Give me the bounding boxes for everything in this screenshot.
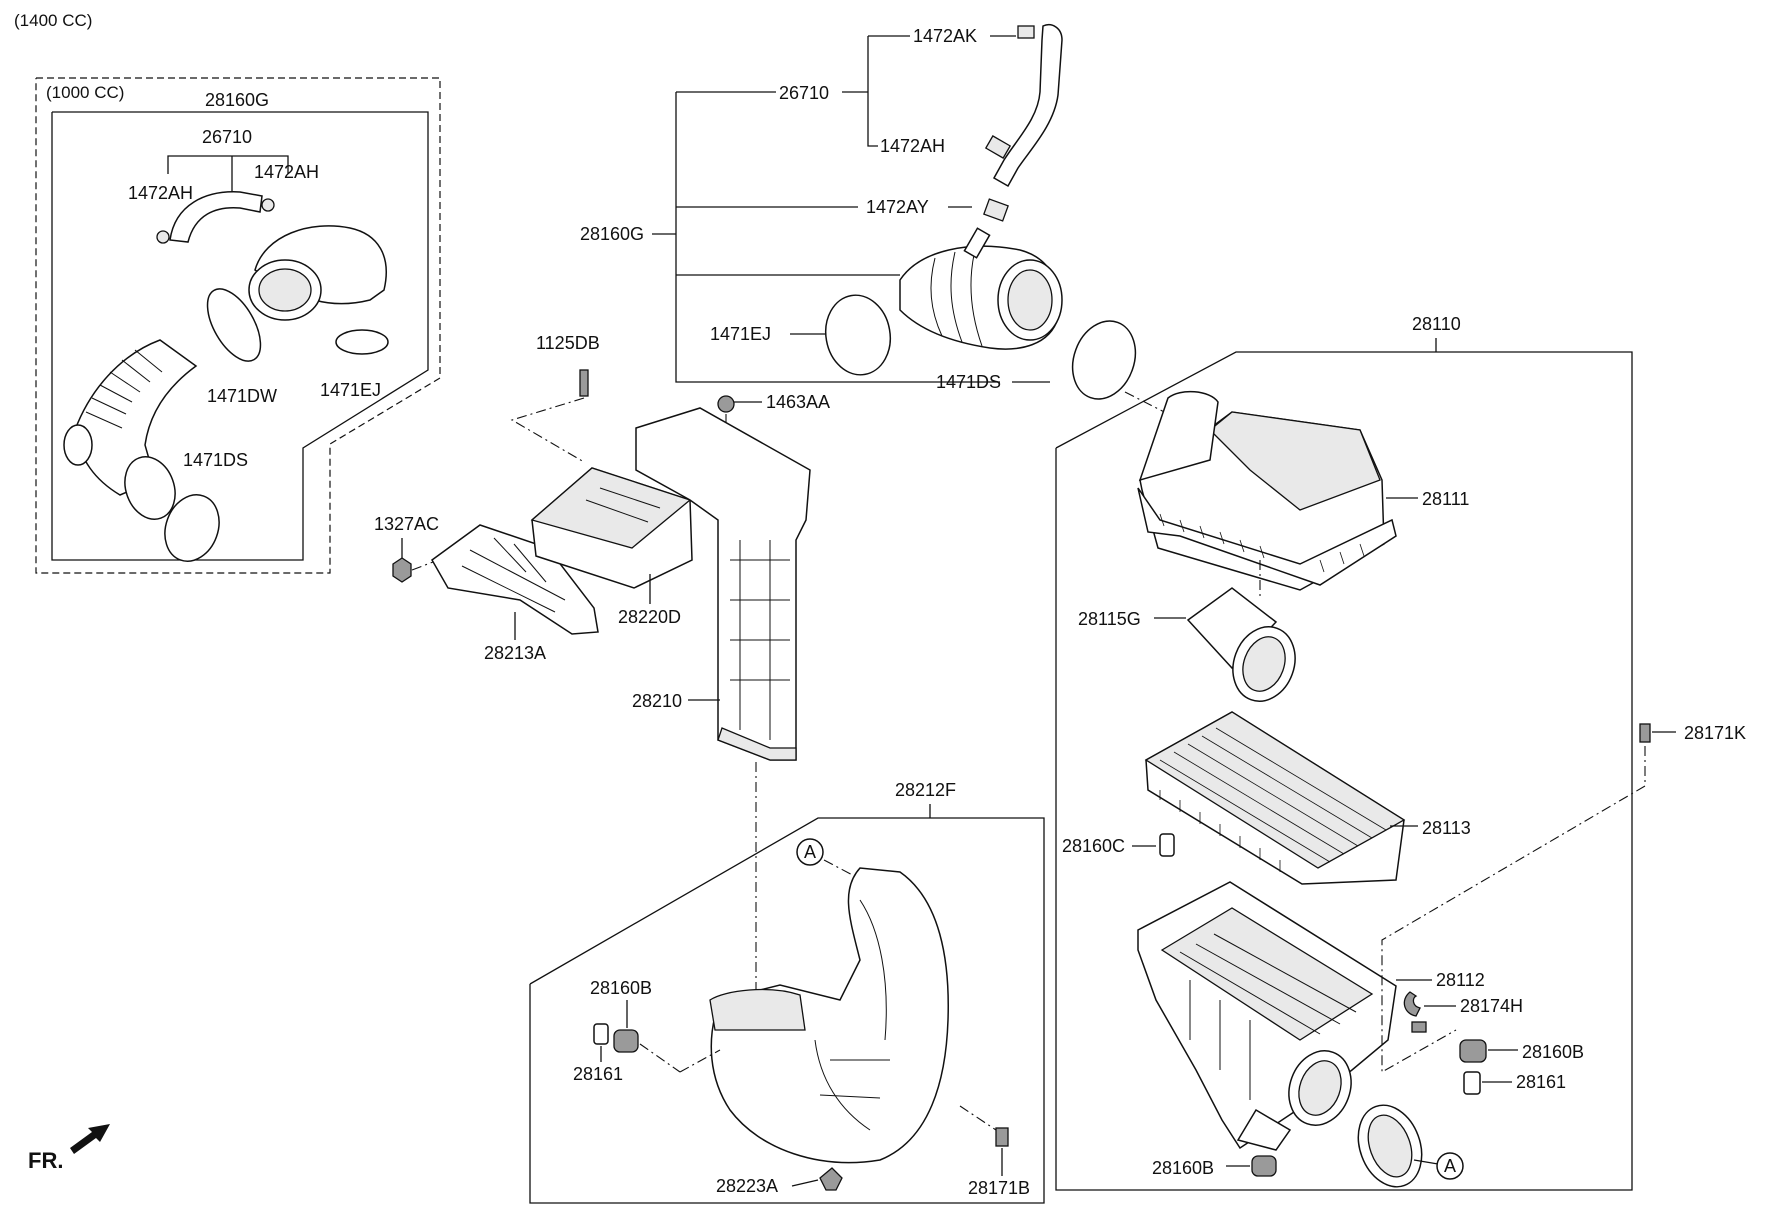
- clamp-1471DW[interactable]: [197, 280, 272, 369]
- marker-A-top: [796, 838, 824, 866]
- bolt-1125DB[interactable]: [579, 369, 589, 397]
- part-label-1472AH-inset-right[interactable]: 1472AH: [254, 162, 319, 182]
- marker-A-bottom: [1436, 1152, 1464, 1180]
- nut-1327AC[interactable]: [392, 557, 412, 583]
- breather-hose-inset[interactable]: [169, 191, 263, 243]
- sleeve-28115G[interactable]: [1186, 587, 1278, 670]
- corrugated-duct-inset[interactable]: [74, 339, 198, 496]
- marker-A-top-text: A: [804, 842, 816, 862]
- front-direction-indicator: FR.: [28, 1124, 110, 1173]
- part-label-1463AA[interactable]: 1463AA: [766, 392, 830, 412]
- clamp-1471DS-inset[interactable]: [156, 487, 228, 569]
- part-label-28111[interactable]: 28111: [1422, 489, 1469, 509]
- front-arrow-icon: [70, 1124, 110, 1154]
- bolt-28171K[interactable]: [1639, 723, 1651, 743]
- part-label-28113[interactable]: 28113: [1422, 818, 1471, 838]
- hose-clip-1472AK[interactable]: [1017, 25, 1035, 39]
- hose-clip-1472AH[interactable]: [984, 135, 1012, 159]
- part-label-1472AH[interactable]: 1472AH: [880, 136, 945, 156]
- lower-duct-group-28212F: 28212F A 28160B 28161 28223A 28171B: [529, 780, 1045, 1204]
- grommet-28160B-right[interactable]: [1459, 1039, 1487, 1063]
- part-label-1472AH-inset-left[interactable]: 1472AH: [128, 183, 193, 203]
- clamp-1471EJ[interactable]: [820, 290, 897, 380]
- collar-28161-right[interactable]: [1463, 1071, 1481, 1095]
- part-label-28160C[interactable]: 28160C: [1062, 836, 1125, 856]
- marker-A-bottom-text: A: [1444, 1156, 1456, 1176]
- group-bracket-28212F: [529, 817, 1045, 1204]
- part-label-28213A[interactable]: 28213A: [484, 643, 546, 663]
- bolt-1463AA[interactable]: [717, 395, 735, 413]
- inset-dashed-border: [35, 77, 441, 574]
- part-label-28112[interactable]: 28112: [1436, 970, 1485, 990]
- grommet-28160B-left[interactable]: [613, 1029, 639, 1053]
- part-label-1125DB[interactable]: 1125DB: [536, 333, 600, 353]
- part-label-28160B-right[interactable]: 28160B: [1522, 1042, 1584, 1062]
- part-label-28160G-inset[interactable]: 28160G: [205, 90, 269, 110]
- part-label-28174H[interactable]: 28174H: [1460, 996, 1523, 1016]
- part-label-28212F[interactable]: 28212F: [895, 780, 956, 800]
- group-bracket-28110: [1055, 351, 1633, 1191]
- part-label-28115G[interactable]: 28115G: [1078, 609, 1141, 629]
- intake-hose-assembly-28160G: 28160G 26710 1472AK 1472AH 1472AY 1471EJ…: [580, 24, 1181, 421]
- duct-inset-outlet: [124, 456, 176, 520]
- resonator-area: 1125DB 1463AA 1327AC 28213A 28220D: [374, 333, 830, 1000]
- part-label-26710[interactable]: 26710: [779, 83, 829, 103]
- hose-clip-1472AY[interactable]: [983, 198, 1009, 222]
- part-label-28110[interactable]: 28110: [1412, 314, 1461, 334]
- part-label-1471EJ-inset[interactable]: 1471EJ: [320, 380, 381, 400]
- bolt-28171B[interactable]: [995, 1127, 1009, 1147]
- inset-assembly-bracket: [51, 111, 429, 561]
- clip-28174H[interactable]: [1403, 991, 1421, 1017]
- part-label-1471DW[interactable]: 1471DW: [207, 386, 277, 406]
- case-mount-foot: [1236, 1108, 1292, 1151]
- part-label-28171B[interactable]: 28171B: [968, 1178, 1030, 1198]
- air-cleaner-group-28110: 28110 28111 28115G: [1055, 314, 1746, 1191]
- collar-28161-left[interactable]: [593, 1023, 609, 1045]
- clip-28223A[interactable]: [819, 1167, 843, 1191]
- part-label-28161-left[interactable]: 28161: [573, 1064, 623, 1084]
- part-label-28171K[interactable]: 28171K: [1684, 723, 1746, 743]
- hose-clip-inset-right[interactable]: [261, 198, 275, 212]
- part-label-28160B-bottom[interactable]: 28160B: [1152, 1158, 1214, 1178]
- part-label-28160B-left[interactable]: 28160B: [590, 978, 652, 998]
- breather-hose-main[interactable]: [992, 24, 1063, 188]
- duct-inset-end: [63, 424, 93, 466]
- part-label-1472AY[interactable]: 1472AY: [866, 197, 929, 217]
- cover-intake-mouth: [1138, 390, 1219, 482]
- part-label-28210[interactable]: 28210: [632, 691, 682, 711]
- part-label-1471EJ[interactable]: 1471EJ: [710, 324, 771, 344]
- part-label-28223A[interactable]: 28223A: [716, 1176, 778, 1196]
- hose-clip-inset-left[interactable]: [156, 230, 170, 244]
- engine-variant-1000-label: (1000 CC): [46, 83, 124, 102]
- intake-hose-nipple: [963, 227, 991, 259]
- cover-flange: [1137, 487, 1397, 586]
- part-label-28220D[interactable]: 28220D: [618, 607, 681, 627]
- front-label: FR.: [28, 1148, 63, 1173]
- part-label-1471DS-inset[interactable]: 1471DS: [183, 450, 248, 470]
- part-label-26710-inset[interactable]: 26710: [202, 127, 252, 147]
- part-label-1327AC[interactable]: 1327AC: [374, 514, 439, 534]
- part-label-28160G[interactable]: 28160G: [580, 224, 644, 244]
- clip-28174H-pin: [1411, 1021, 1427, 1033]
- clamp-1471DS[interactable]: [1062, 312, 1146, 408]
- part-label-1472AK[interactable]: 1472AK: [913, 26, 977, 46]
- inset-1000cc: (1000 CC) 28160G 26710 1472AH 1472AH 147…: [35, 77, 441, 574]
- part-label-28161-right[interactable]: 28161: [1516, 1072, 1566, 1092]
- grommet-28160C[interactable]: [1159, 833, 1175, 857]
- part-label-1471DS[interactable]: 1471DS: [936, 372, 1001, 392]
- engine-variant-1400-label: (1400 CC): [14, 11, 92, 30]
- clamp-1471EJ-inset[interactable]: [335, 329, 389, 355]
- lower-air-duct-28212F[interactable]: [710, 867, 949, 1164]
- grommet-28160B-bottom[interactable]: [1251, 1155, 1277, 1177]
